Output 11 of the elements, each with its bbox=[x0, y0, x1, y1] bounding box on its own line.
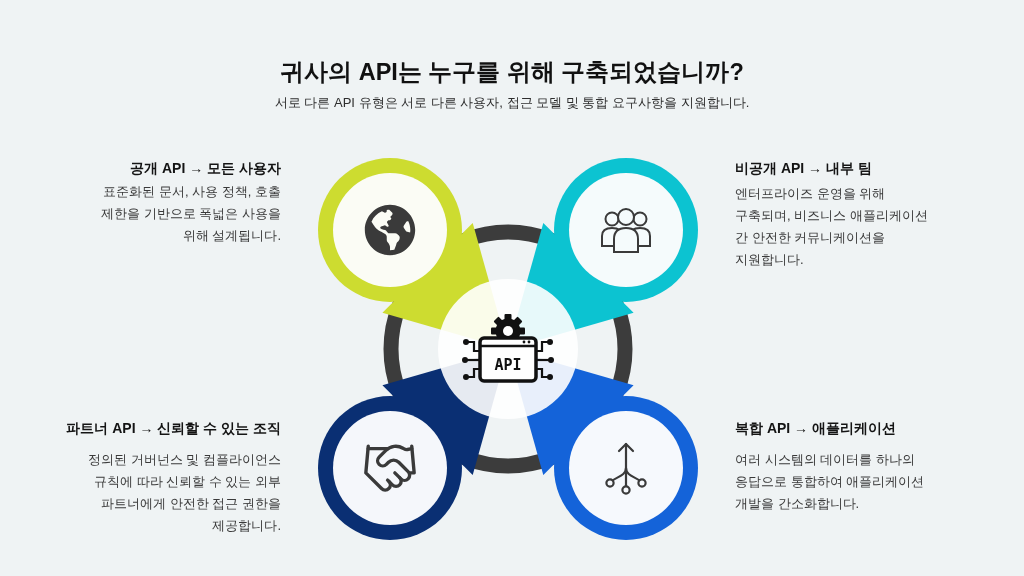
section-heading: 비공개 API → 내부 팀 bbox=[735, 159, 872, 178]
subtitle: 서로 다른 API 유형은 서로 다른 사용자, 접근 모델 및 통합 요구사항을 지원합니다. bbox=[274, 94, 750, 112]
section-heading: 복합 API → 애플리케이션 bbox=[735, 419, 896, 438]
description-text: 표준화된 문서, 사용 정책, 호출 제한을 기반으로 폭넓은 사용을 위해 설계됩니다. bbox=[101, 183, 281, 245]
description-text: 정의된 거버넌스 및 컴플라이언스 규칙에 따라 신뢰할 수 있는 외부 파트너에게 안전한 접근 권한을 제공합니다. bbox=[87, 451, 281, 535]
description-text: 엔터프라이즈 운영을 위해 구축되며, 비즈니스 애플리케이션 간 안전한 커뮤니케이션을 지원합니다. bbox=[735, 185, 929, 269]
section-heading: 파트너 API → 신뢰할 수 있는 조직 bbox=[66, 419, 281, 438]
description-text: 여러 시스템의 데이터를 하나의 응답으로 통합하여 애플리케이션 개발을 간소화합니다. bbox=[735, 451, 925, 513]
title: 귀사의 API는 누구를 위해 구축되었습니까? bbox=[280, 58, 744, 87]
hub-label: API bbox=[494, 357, 522, 373]
section-heading: 공개 API → 모든 사용자 bbox=[130, 159, 281, 178]
